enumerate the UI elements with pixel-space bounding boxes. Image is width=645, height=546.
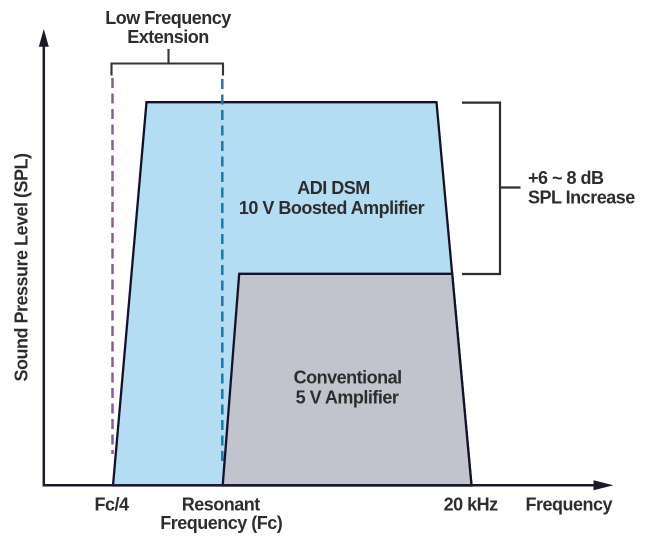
svg-text:20 kHz: 20 kHz bbox=[444, 495, 499, 515]
svg-text:Frequency (Fc): Frequency (Fc) bbox=[160, 513, 283, 533]
svg-text:Resonant: Resonant bbox=[182, 494, 261, 514]
svg-text:Extension: Extension bbox=[127, 27, 209, 47]
svg-text:5 V Amplifier: 5 V Amplifier bbox=[296, 387, 399, 407]
svg-text:ADI DSM: ADI DSM bbox=[297, 178, 370, 198]
svg-text:Low Frequency: Low Frequency bbox=[105, 8, 231, 28]
svg-text:Fc/4: Fc/4 bbox=[94, 495, 129, 515]
svg-text:10 V Boosted Amplifier: 10 V Boosted Amplifier bbox=[239, 198, 425, 218]
svg-text:Frequency: Frequency bbox=[526, 495, 613, 515]
svg-text:Sound Pressure Level (SPL): Sound Pressure Level (SPL) bbox=[12, 153, 32, 382]
svg-text:Conventional: Conventional bbox=[294, 367, 402, 387]
svg-text:SPL Increase: SPL Increase bbox=[528, 188, 635, 208]
svg-text:+6 ~ 8 dB: +6 ~ 8 dB bbox=[528, 168, 604, 188]
